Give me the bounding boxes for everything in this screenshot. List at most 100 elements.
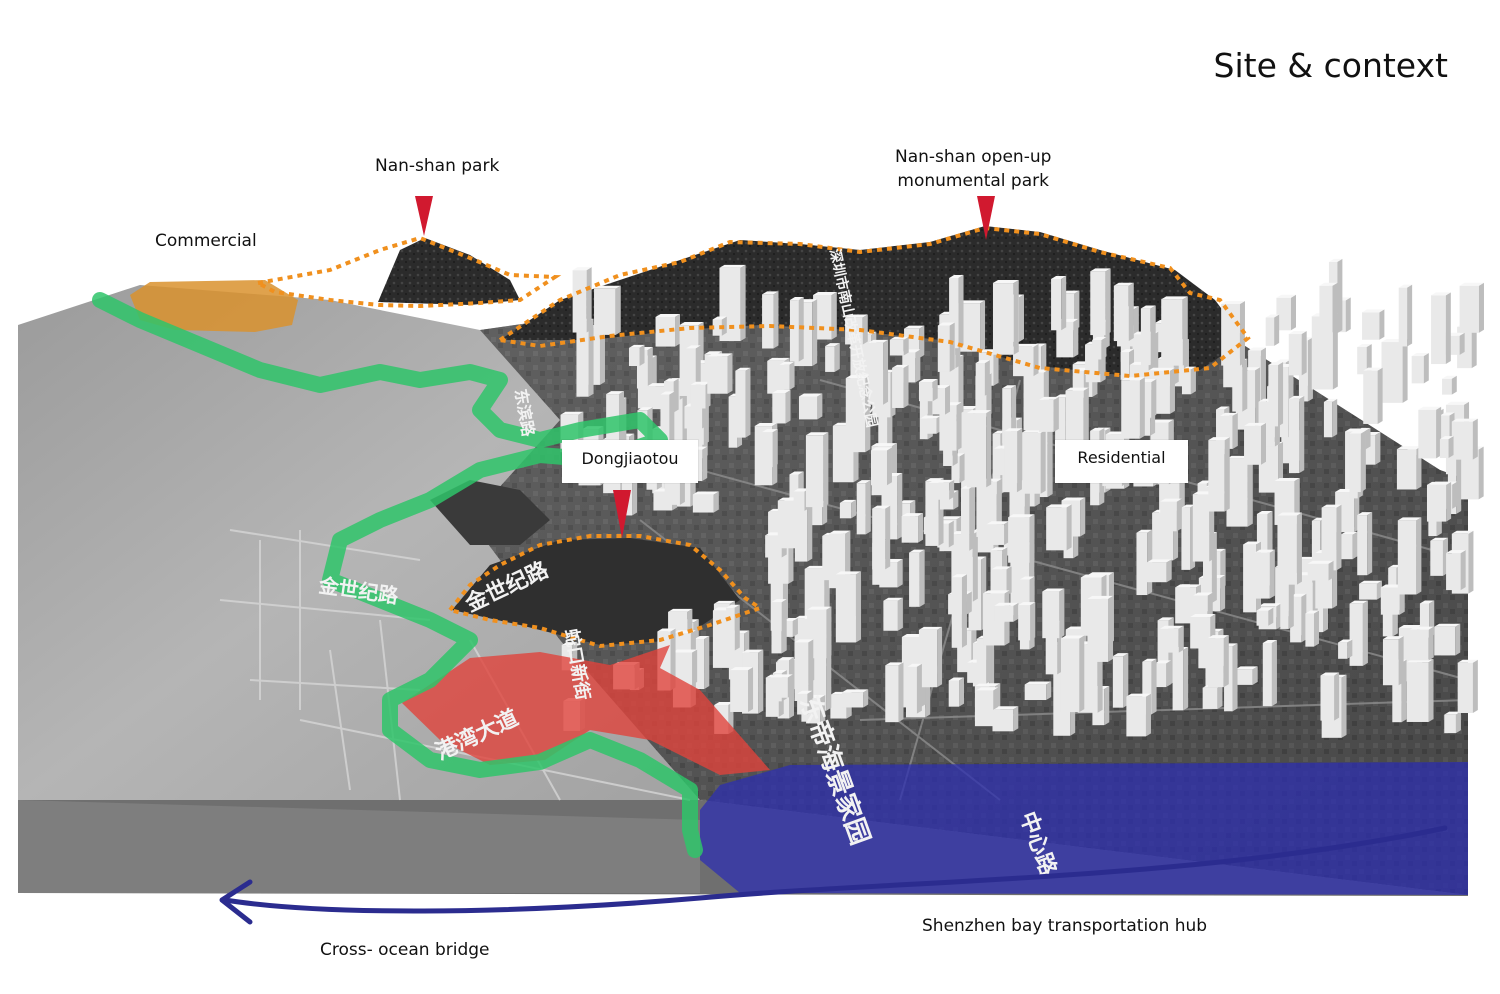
building [1235,666,1258,685]
nanshan-park-hill [378,238,520,305]
building [1442,375,1457,395]
building [1321,504,1342,571]
building [1051,276,1067,331]
building [937,322,955,372]
boundary-dotted [251,225,1251,649]
building [1060,635,1085,713]
building [1268,361,1284,427]
label-transport-hub: Shenzhen bay transportation hub [922,916,1208,936]
building [1172,647,1189,711]
building [655,313,681,347]
building [928,479,955,500]
building [1411,353,1429,384]
building [1126,693,1151,737]
building [1202,684,1223,709]
building [1351,430,1366,493]
building [1262,639,1277,707]
building [1451,418,1478,460]
building [1406,659,1434,722]
building [1288,331,1307,376]
building [994,602,1019,622]
building [628,344,645,367]
building [1396,446,1422,490]
building [798,393,823,420]
building [1363,367,1383,424]
building [1232,358,1248,412]
building [835,571,861,643]
building [712,316,727,336]
building [1046,504,1072,551]
building [1307,560,1334,581]
building [1087,595,1114,662]
building [783,617,798,637]
building [901,513,924,543]
building [805,432,829,508]
building [948,677,965,707]
building [825,343,840,372]
building [1426,481,1452,522]
pin-dongjiaotou [613,490,631,538]
building [1042,588,1065,639]
building [684,403,708,429]
building [1290,593,1307,643]
building [872,505,891,570]
building [1418,406,1442,459]
building [892,364,909,408]
building [1155,660,1172,688]
building [958,300,986,352]
building [1357,512,1373,576]
building [660,391,675,447]
building [841,689,869,708]
building [772,390,791,424]
building [992,280,1019,355]
building [1382,636,1404,686]
pin-open-up-park [977,196,995,240]
building [1160,498,1182,532]
building [966,410,992,488]
green-coastal-path [92,292,703,858]
page-title: Site & context [1213,46,1448,85]
building [1305,610,1319,647]
building [1431,292,1451,365]
building [986,521,1010,545]
building [1288,395,1305,474]
building [1359,580,1382,600]
building [889,336,909,356]
building [1265,314,1280,346]
building [1008,514,1035,563]
building [1090,268,1111,336]
building [939,402,962,451]
terrain-front-face-dark [18,800,700,893]
building [1446,550,1466,591]
pin-nanshan-park [415,196,433,236]
building [907,663,922,714]
dongjiaotou-hill [452,538,740,645]
building [1457,659,1478,714]
building [1397,517,1422,595]
building [976,687,999,710]
building [797,690,813,715]
building [1161,296,1188,366]
building [1142,658,1157,715]
building [1208,437,1230,512]
building [918,626,943,688]
building [779,361,795,390]
building [1159,625,1184,653]
building [707,353,733,394]
building [883,597,903,631]
label-commercial: Commercial [155,231,257,251]
building [594,285,621,335]
building [726,604,740,651]
building [1320,672,1340,721]
building [572,267,592,333]
building [1439,436,1454,459]
building [949,274,964,349]
building [1430,537,1448,576]
label-dongjiaotou: Dongjiaotou [562,440,698,483]
building [1244,422,1267,465]
building [1357,343,1372,375]
building [1434,623,1461,656]
building [1021,429,1046,494]
building [1140,305,1156,366]
building [961,485,975,551]
